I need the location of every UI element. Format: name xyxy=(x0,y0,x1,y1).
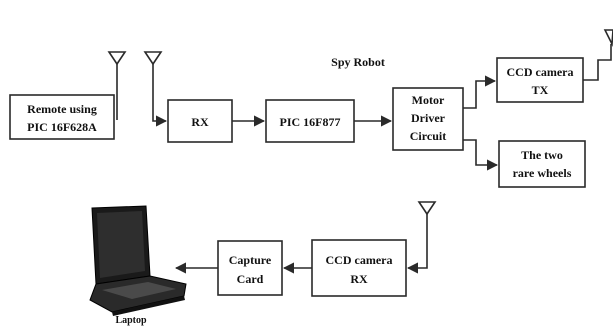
ccd-tx-label-line2: TX xyxy=(532,83,549,97)
pic-label: PIC 16F877 xyxy=(280,115,341,129)
capture-card-block: Capture Card xyxy=(217,240,283,296)
remote-label-line1: Remote using xyxy=(27,102,97,116)
motor-driver-block: Motor Driver Circuit xyxy=(392,87,464,151)
connector-motor-to-wheels xyxy=(463,139,499,171)
pic-block: PIC 16F877 xyxy=(265,99,355,143)
remote-block: Remote using PIC 16F628A xyxy=(9,94,115,140)
ccd-tx-label-line1: CCD camera xyxy=(507,65,574,79)
ccd-rx-label-line1: CCD camera xyxy=(326,253,393,267)
laptop-label: Laptop xyxy=(115,315,147,326)
connector-motor-to-ccd-tx xyxy=(463,75,497,109)
ccd-camera-rx-block: CCD camera RX xyxy=(311,239,407,297)
wheels-label-line1: The two xyxy=(521,148,563,162)
capture-label-line2: Card xyxy=(237,272,264,286)
connector-antenna-to-ccd-rx xyxy=(406,214,428,274)
motor-label-line3: Circuit xyxy=(410,129,446,143)
ccd-camera-tx-block: CCD camera TX xyxy=(496,57,584,103)
antenna-icon xyxy=(417,201,437,216)
diagram-title: Spy Robot xyxy=(331,55,385,69)
antenna-icon xyxy=(107,51,127,120)
laptop-icon xyxy=(89,205,187,316)
antenna-icon xyxy=(603,29,613,47)
connector-antenna-to-rx xyxy=(152,64,168,127)
motor-label-line1: Motor xyxy=(412,93,445,107)
capture-label-line1: Capture xyxy=(229,253,272,267)
ccd-rx-label-line2: RX xyxy=(350,272,368,286)
antenna-icon xyxy=(143,51,163,66)
connector-ccd-tx-to-antenna xyxy=(583,44,612,81)
wheels-block: The two rare wheels xyxy=(498,140,586,188)
remote-label-line2: PIC 16F628A xyxy=(27,120,97,134)
motor-label-line2: Driver xyxy=(411,111,446,125)
rx-block: RX xyxy=(167,99,233,143)
wheels-label-line2: rare wheels xyxy=(513,166,572,180)
rx-label: RX xyxy=(191,115,209,129)
